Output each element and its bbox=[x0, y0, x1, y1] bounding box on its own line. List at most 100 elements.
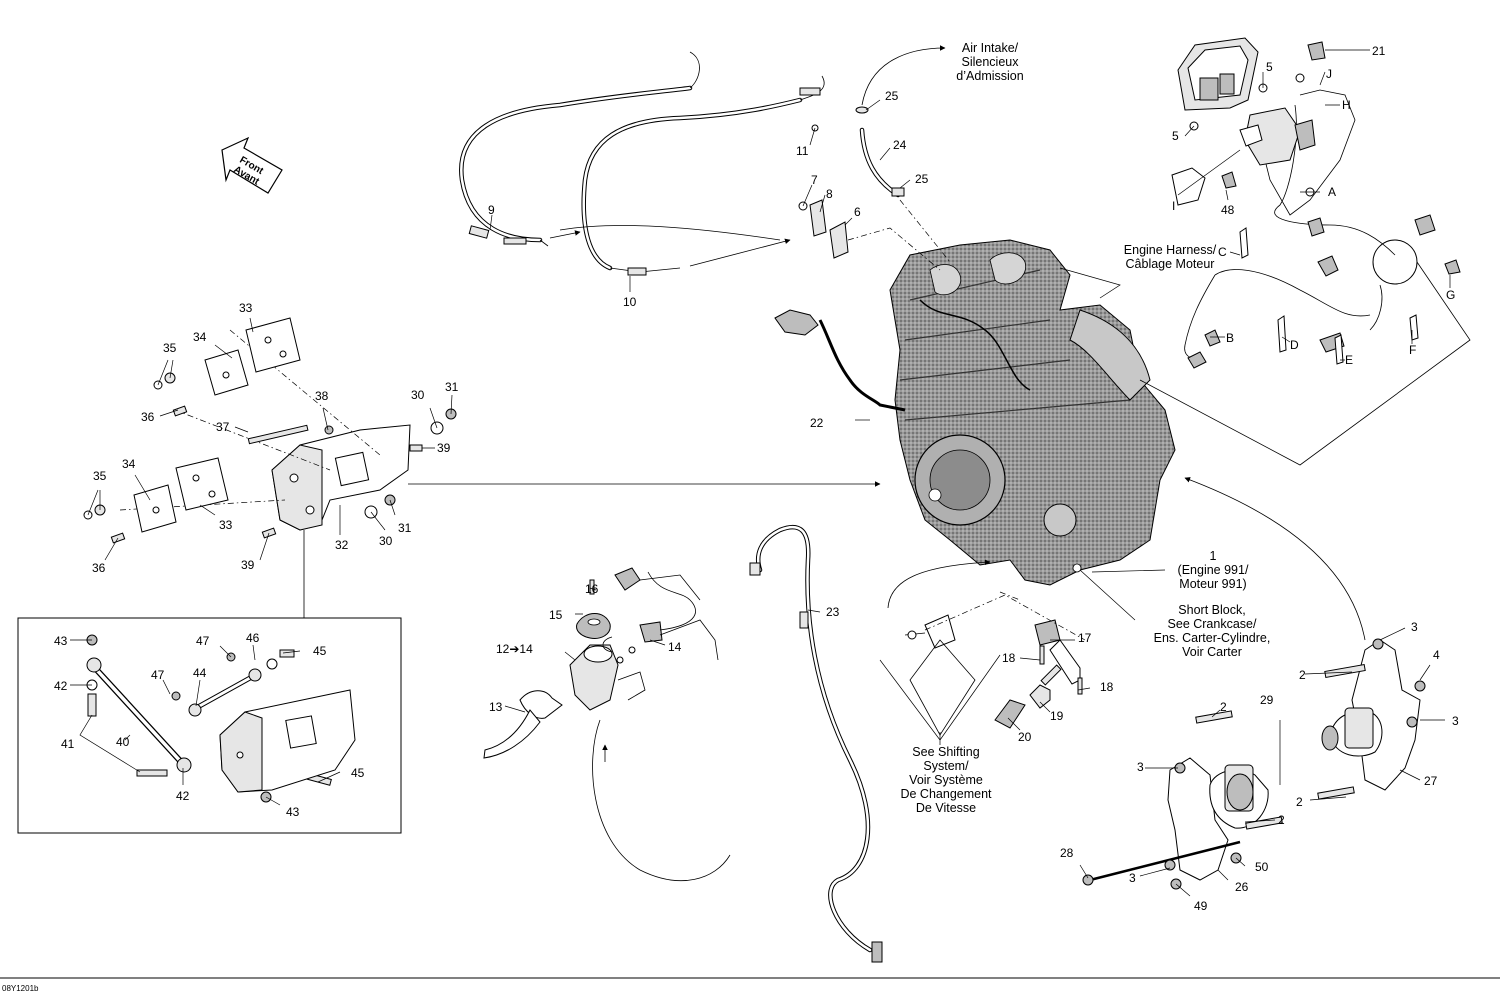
svg-text:Air Intake/: Air Intake/ bbox=[962, 41, 1019, 55]
drawing-code: 08Y1201b bbox=[2, 984, 39, 993]
cable-routing-arrow bbox=[549, 230, 581, 239]
callout-label: H bbox=[1342, 98, 1351, 112]
callout-label: 4 bbox=[1433, 648, 1440, 662]
svg-text:See Shifting: See Shifting bbox=[912, 745, 979, 759]
callout-label: 39 bbox=[437, 441, 451, 455]
callout-label: 2 bbox=[1296, 795, 1303, 809]
throttle-cable-9 bbox=[459, 51, 700, 247]
note-air-intake: Air Intake/ Silencieux d’Admission bbox=[956, 41, 1023, 83]
callout-label: A bbox=[1328, 185, 1336, 199]
callout-label: 9 bbox=[488, 203, 495, 217]
callout-label: 3 bbox=[1129, 871, 1136, 885]
callout-label: 11 bbox=[796, 144, 809, 158]
throttle-sensor-14 bbox=[602, 567, 719, 661]
engine-control-module bbox=[1177, 37, 1326, 131]
callout-label: 28 bbox=[1060, 846, 1074, 860]
callout-label: 37 bbox=[216, 420, 230, 434]
callout-label: 25 bbox=[915, 172, 929, 186]
callout-label: 18 bbox=[1100, 680, 1114, 694]
torque-rod-assembly bbox=[86, 634, 356, 803]
rear-mount-bracket-27 bbox=[1317, 638, 1426, 800]
shift-callout-bracket bbox=[909, 639, 976, 736]
callout-label: 31 bbox=[398, 521, 412, 535]
callout-label: 2 bbox=[1299, 668, 1306, 682]
callout-label: 34 bbox=[193, 330, 207, 344]
note-short-block: Short Block, See Crankcase/ Ens. Carter-… bbox=[1154, 603, 1271, 659]
callout-label: 36 bbox=[92, 561, 106, 575]
callout-label: E bbox=[1345, 353, 1353, 367]
callout-label: 15 bbox=[549, 608, 563, 622]
callout-label: 17 bbox=[1078, 631, 1092, 645]
callout-label: 33 bbox=[219, 518, 233, 532]
svg-text:(Engine 991/: (Engine 991/ bbox=[1178, 563, 1249, 577]
callout-label: 21 bbox=[1372, 44, 1386, 58]
callout-label: 30 bbox=[411, 388, 425, 402]
svg-text:Ens. Carter-Cylindre,: Ens. Carter-Cylindre, bbox=[1154, 631, 1271, 645]
svg-text:Moteur 991): Moteur 991) bbox=[1179, 577, 1246, 591]
svg-text:De Changement: De Changement bbox=[900, 787, 992, 801]
callout-label: 26 bbox=[1235, 880, 1249, 894]
svg-text:System/: System/ bbox=[923, 759, 969, 773]
rear-mount-arrow bbox=[1184, 477, 1366, 641]
callout-label: 33 bbox=[239, 301, 253, 315]
note-engine-harness: Engine Harness/ Câblage Moteur bbox=[1124, 243, 1217, 271]
svg-text:Câblage Moteur: Câblage Moteur bbox=[1126, 257, 1215, 271]
callout-label: 29 bbox=[1260, 693, 1274, 707]
note-shifting-system: See Shifting System/ Voir Système De Cha… bbox=[900, 745, 992, 815]
callout-label: 41 bbox=[61, 737, 75, 751]
shift-arrow bbox=[887, 559, 991, 609]
note-engine: 1 (Engine 991/ Moteur 991) bbox=[1178, 549, 1249, 591]
rubber-mount-34-bottom bbox=[133, 484, 177, 533]
svg-text:1: 1 bbox=[1210, 549, 1217, 563]
svg-text:d’Admission: d’Admission bbox=[956, 69, 1023, 83]
callout-label: 43 bbox=[54, 634, 68, 648]
callout-label: 16 bbox=[585, 582, 599, 596]
callout-label: 25 bbox=[885, 89, 899, 103]
callout-label: 50 bbox=[1255, 860, 1269, 874]
callout-label: 36 bbox=[141, 410, 155, 424]
throttle-cable-10 bbox=[581, 75, 825, 276]
svg-text:Short Block,: Short Block, bbox=[1178, 603, 1245, 617]
shift-lever-assembly bbox=[904, 614, 1083, 729]
engine-mount-bracket bbox=[119, 329, 411, 531]
callout-label: 8 bbox=[826, 187, 833, 201]
callout-label: 35 bbox=[93, 469, 107, 483]
torque-rod-detail-box bbox=[17, 617, 402, 834]
rear-mount-bracket-26 bbox=[1082, 710, 1283, 890]
callout-label: 2 bbox=[1220, 700, 1227, 714]
rubber-mount-33-bottom bbox=[175, 457, 229, 511]
callout-label: 18 bbox=[1002, 651, 1016, 665]
throttle-cable-bracket bbox=[798, 124, 849, 259]
callout-label: 34 bbox=[122, 457, 136, 471]
cable-routing-curve bbox=[559, 225, 781, 241]
callout-label: 31 bbox=[445, 380, 459, 394]
callout-label: 13 bbox=[489, 700, 503, 714]
engine-wiring-harness bbox=[1139, 73, 1471, 466]
callout-label: C bbox=[1218, 245, 1227, 259]
callout-label: 49 bbox=[1194, 899, 1208, 913]
callout-label: 22 bbox=[810, 416, 824, 430]
rubber-mount-34-top bbox=[204, 349, 249, 396]
callout-label: 5 bbox=[1266, 60, 1273, 74]
air-intake-hose bbox=[855, 45, 951, 263]
callout-label: 6 bbox=[854, 205, 861, 219]
callout-label: 43 bbox=[286, 805, 300, 819]
rubber-mount-33-top bbox=[245, 317, 301, 373]
throttle-cable-23 bbox=[749, 524, 883, 963]
callout-label: 45 bbox=[313, 644, 327, 658]
callout-label: F bbox=[1409, 343, 1416, 357]
callout-label: 35 bbox=[163, 341, 177, 355]
svg-text:Silencieux: Silencieux bbox=[962, 55, 1020, 69]
callout-label: 19 bbox=[1050, 709, 1064, 723]
callout-label: 40 bbox=[116, 735, 130, 749]
front-direction-arrow-icon: Front Avant bbox=[221, 136, 283, 194]
callout-label: D bbox=[1290, 338, 1299, 352]
callout-label: 5 bbox=[1172, 129, 1179, 143]
callout-label: 27 bbox=[1424, 774, 1438, 788]
callout-label: 10 bbox=[623, 295, 637, 309]
callout-label: 39 bbox=[241, 558, 255, 572]
callout-label: 47 bbox=[196, 634, 210, 648]
callout-label: J bbox=[1326, 67, 1332, 81]
callout-label: 30 bbox=[379, 534, 393, 548]
